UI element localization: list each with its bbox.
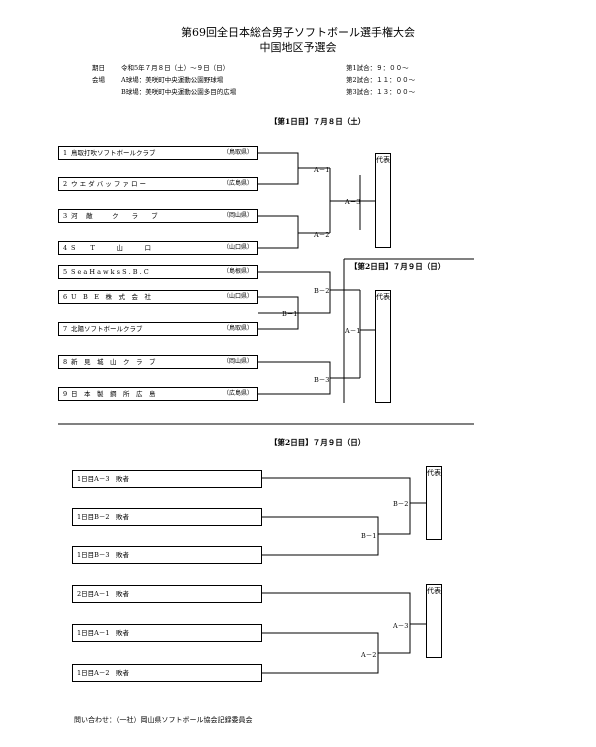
consolation-entry-2: 1日目B－2 敗者 <box>72 508 262 526</box>
consolation-entry-1: 1日目A－3 敗者 <box>72 470 262 488</box>
consolation-label-a2: A－2 <box>361 651 377 659</box>
consolation-entry-5: 1日目A－1 敗者 <box>72 624 262 642</box>
game-label-b3: B－3 <box>314 376 330 384</box>
game3-time: 第3試合：１３：００～ <box>346 88 416 96</box>
venue-b: B球場：美咲町中央運動公園多目的広場 <box>121 88 237 96</box>
day2-heading-top: 【第2日目】７月９日（日） <box>350 262 446 271</box>
footer-contact: 問い合わせ：（一社）岡山県ソフトボール協会記録委員会 <box>74 716 253 724</box>
game2-time: 第2試合：１１：００～ <box>346 76 416 84</box>
game-label-b1: B－1 <box>282 310 298 318</box>
consolation-label-b1: B－1 <box>361 532 377 540</box>
game-label-b2: B－2 <box>314 287 330 295</box>
consolation-label-a3: A－3 <box>393 622 409 630</box>
date-label: 期日 <box>92 64 105 72</box>
consolation-entry-3: 1日目B－3 敗者 <box>72 546 262 564</box>
consolation-entry-4: 2日目A－1 敗者 <box>72 585 262 603</box>
page-title: 第69回全日本総合男子ソフトボール選手権大会 <box>181 26 415 39</box>
day2-heading-bottom: 【第2日目】７月９日（日） <box>270 438 366 447</box>
game1-time: 第1試合：９：００～ <box>346 64 409 72</box>
game-label-a3: A－3 <box>345 198 361 206</box>
page-subtitle: 中国地区予選会 <box>259 41 337 54</box>
game-label-a2: A－2 <box>314 231 330 239</box>
representative-box-1: 代表 <box>375 153 391 248</box>
consolation-rep-box-2: 代表 <box>426 584 442 658</box>
consolation-label-b2: B－2 <box>393 500 409 508</box>
representative-box-2: 代表 <box>375 290 391 403</box>
day1-heading: 【第1日目】７月８日（土） <box>270 117 366 126</box>
date-value: 令和5年７月８日（土）～９日（日） <box>121 64 230 72</box>
consolation-entry-6: 1日目A－2 敗者 <box>72 664 262 682</box>
game-label-a1: A－1 <box>314 166 330 174</box>
venue-label: 会場 <box>92 76 105 84</box>
venue-a: A球場：美咲町中央運動公園野球場 <box>121 76 224 84</box>
game-label-a1-day2: A－1 <box>345 327 361 335</box>
consolation-rep-box-1: 代表 <box>426 466 442 540</box>
